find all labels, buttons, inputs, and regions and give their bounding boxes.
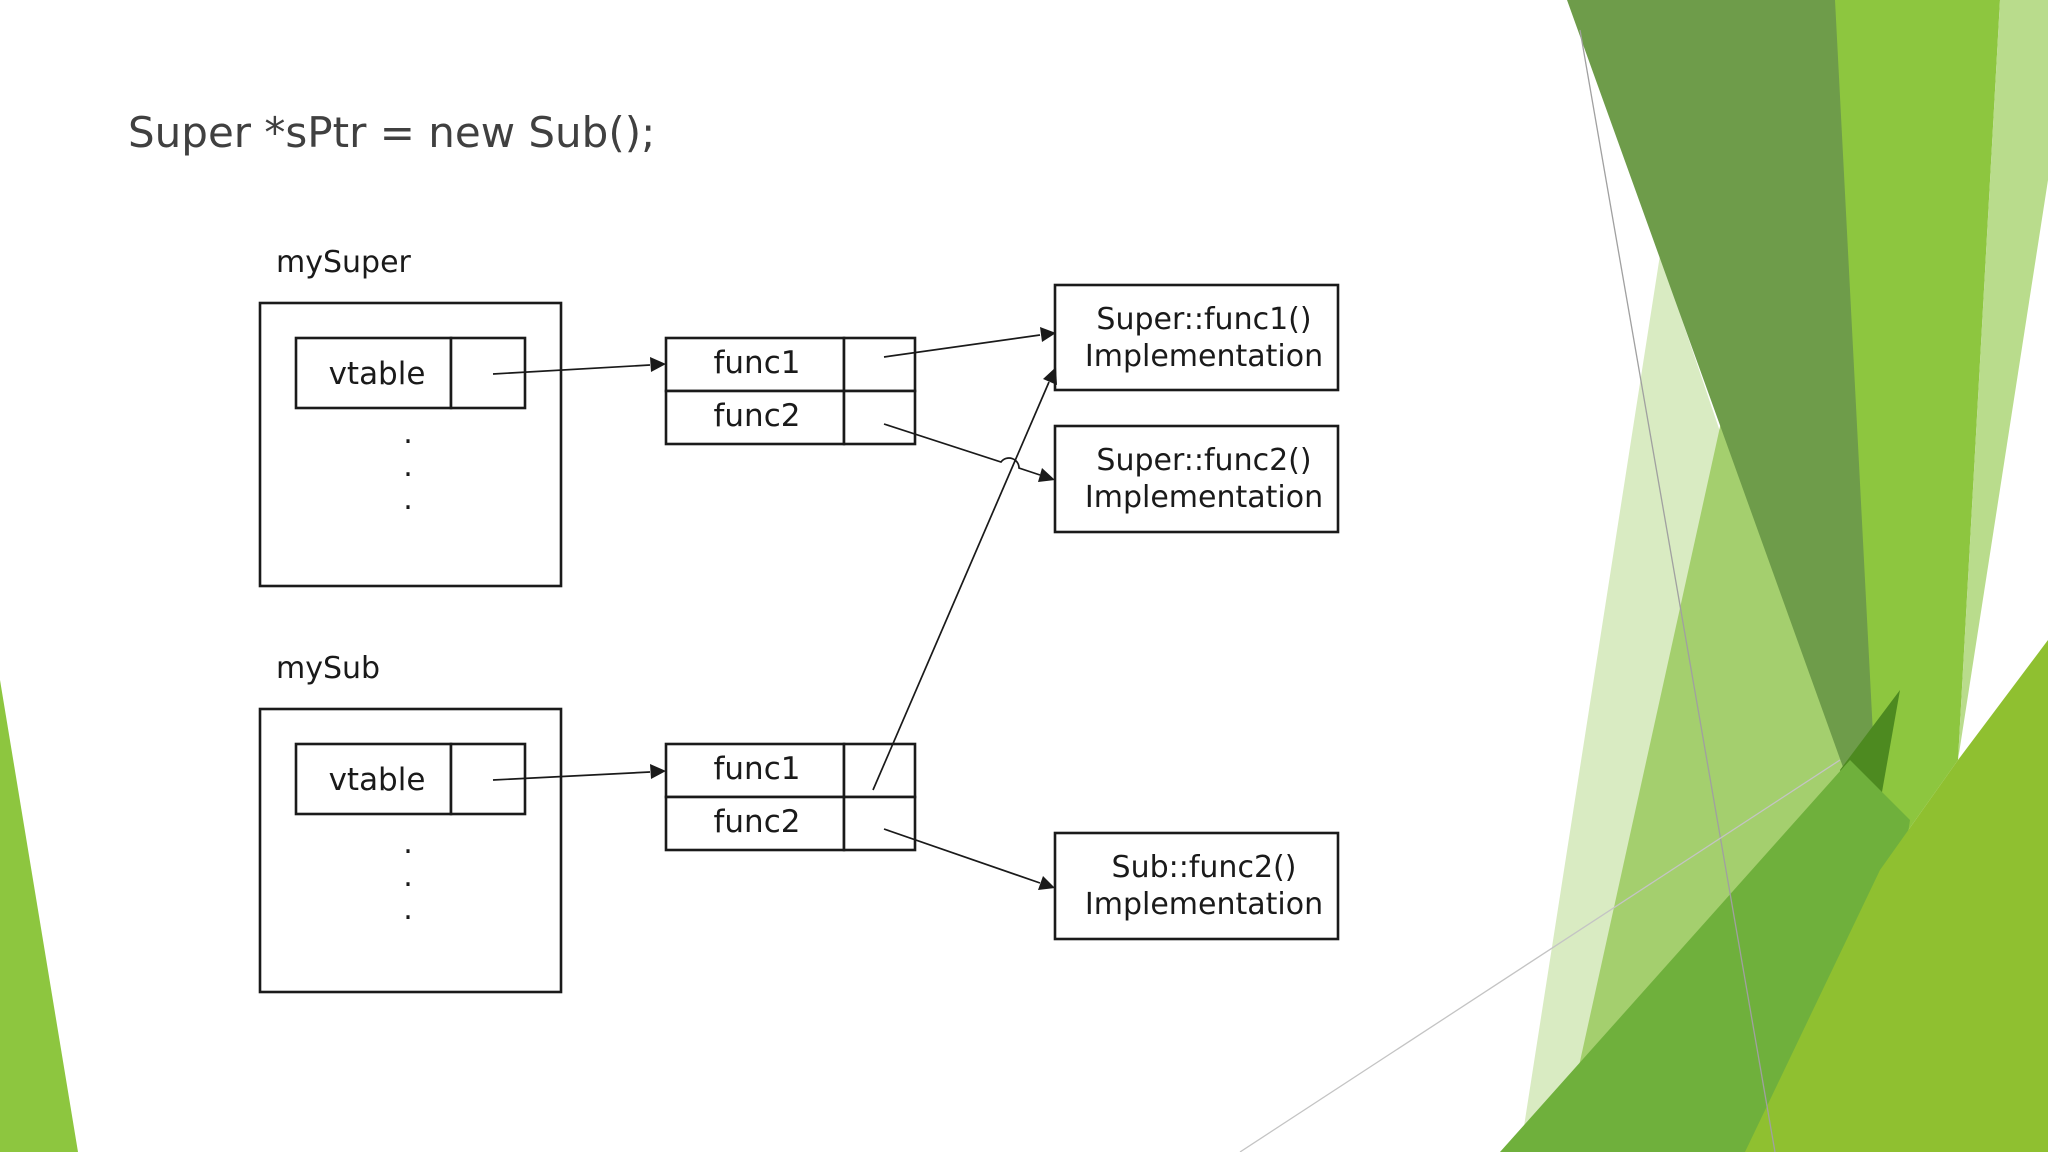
slide-title: Super *sPtr = new Sub(); <box>128 108 656 157</box>
impl-label: Implementation <box>1085 339 1323 374</box>
impl-label: Implementation <box>1085 480 1323 515</box>
vtable-entry-func2 <box>664 389 846 446</box>
vtable-entry-func1 <box>664 742 846 799</box>
vtable-entry-func1 <box>664 336 846 393</box>
vtable-entry-func2 <box>664 795 846 852</box>
vtable-entry-label: func2 <box>714 804 801 840</box>
vtable-entry-pointer-cell <box>842 336 917 393</box>
arrowhead <box>650 357 666 372</box>
vtable-cell-mysuper <box>294 336 453 410</box>
light-green-panel <box>1835 0 2000 870</box>
arrowhead <box>1038 468 1055 482</box>
arrowhead <box>1038 876 1055 890</box>
pale-green-strip <box>1958 0 2048 760</box>
left-green-triangle <box>0 680 78 1152</box>
vtable-entry-label: func1 <box>714 751 801 787</box>
impl-box-super-func2 <box>1053 424 1340 534</box>
impl-box-sub-func2 <box>1053 831 1340 941</box>
arrowhead <box>650 764 666 779</box>
ellipsis-dot: . <box>403 892 413 927</box>
ellipsis-dot: . <box>403 482 413 517</box>
ellipsis-dot: . <box>403 859 413 894</box>
object-label-mysub: mySub <box>276 651 380 686</box>
thin-line-2 <box>1239 759 1841 1152</box>
ellipsis-dot: . <box>403 826 413 861</box>
arrowhead <box>1043 367 1057 385</box>
impl-label: Implementation <box>1085 887 1323 922</box>
vtable-entry-pointer-cell <box>842 795 917 852</box>
vtable-label-mysuper: vtable <box>329 356 426 392</box>
vtable-label-mysub: vtable <box>329 762 426 798</box>
arrow-line <box>492 771 651 781</box>
arrow-line <box>883 423 1041 476</box>
vtable-entry-label: func2 <box>714 398 801 434</box>
vtable-entry-label: func1 <box>714 345 801 381</box>
arrow-line <box>872 381 1050 791</box>
ellipsis-dot: . <box>403 416 413 451</box>
impl-name: Super::func2() <box>1096 443 1311 478</box>
arrow-line <box>883 334 1041 358</box>
vtable-entry-pointer-cell <box>842 742 917 799</box>
arrow-line <box>492 364 651 375</box>
arrow-line <box>883 828 1041 884</box>
bright-green-block <box>1745 640 2048 1152</box>
thin-line-1 <box>1579 29 1776 1152</box>
ellipsis-dot: . <box>403 449 413 484</box>
impl-name: Super::func1() <box>1096 302 1311 337</box>
vtable-entry-pointer-cell <box>842 389 917 446</box>
dark-green-accent <box>1840 690 1900 860</box>
object-label-mysuper: mySuper <box>276 245 412 280</box>
impl-name: Sub::func2() <box>1112 850 1297 885</box>
arrowhead <box>1040 327 1056 342</box>
vtable-cell-mysub <box>294 742 453 816</box>
olive-green-panel <box>1567 0 1905 870</box>
impl-box-super-func1 <box>1053 283 1340 392</box>
